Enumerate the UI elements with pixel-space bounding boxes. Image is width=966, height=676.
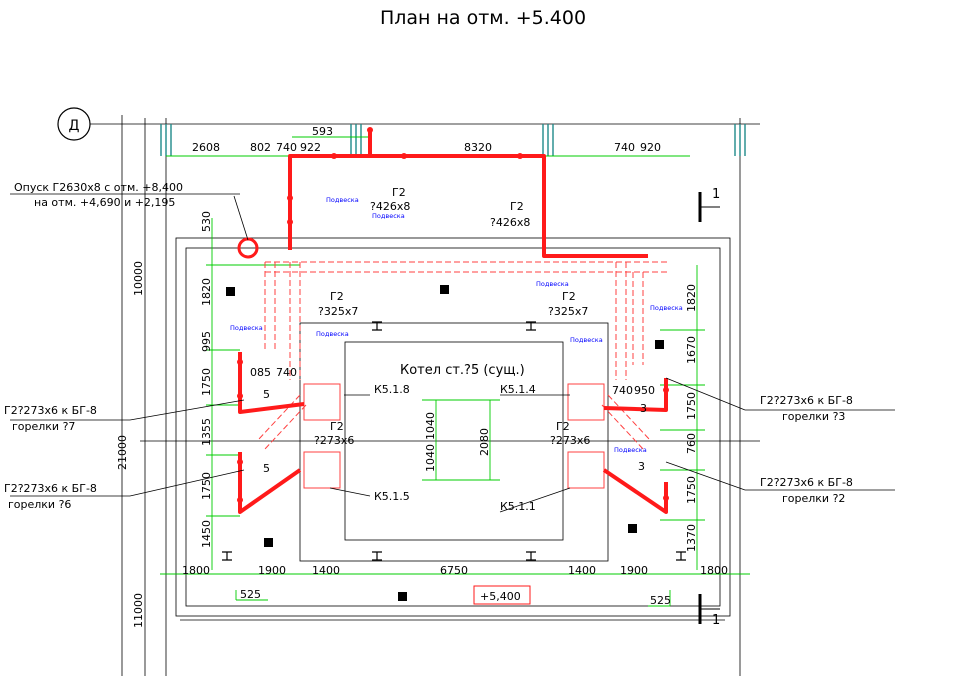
svg-text:2080: 2080 — [478, 428, 491, 456]
dim-8320: 8320 — [464, 141, 492, 154]
pipe-d426-1: ?426х8 — [370, 200, 410, 213]
pipe-g2-4: Г2 — [562, 290, 576, 303]
pipe-d325-2: ?325х7 — [548, 305, 588, 318]
node-3b: 3 — [638, 460, 645, 473]
pipe-nodes — [237, 127, 669, 503]
hanger-label-1: Подвеска — [326, 196, 359, 204]
dim-740: 740 — [276, 141, 297, 154]
burner2-line2: горелки ?2 — [782, 492, 845, 505]
dim-920-right: 920 — [640, 141, 661, 154]
svg-text:11000: 11000 — [132, 593, 145, 628]
svg-text:1820: 1820 — [200, 278, 213, 306]
hanger-label-2: Подвеска — [372, 212, 405, 220]
dim-1900-right: 1900 — [620, 564, 648, 577]
pipe-d426-2: ?426х8 — [490, 216, 530, 229]
dim-525-right: 525 — [650, 594, 671, 607]
hanger-label-8: Подвеска — [614, 446, 647, 454]
svg-text:1355: 1355 — [200, 418, 213, 446]
center-dimensions: 1040 1040 2080 085 740 740 950 — [250, 366, 655, 472]
svg-text:1450: 1450 — [200, 520, 213, 548]
elevation-mark: +5,400 — [480, 590, 521, 603]
dim-2608: 2608 — [192, 141, 220, 154]
svg-text:1040: 1040 — [424, 412, 437, 440]
node-k518: К5.1.8 — [374, 383, 410, 396]
svg-text:740: 740 — [612, 384, 633, 397]
svg-text:1370: 1370 — [685, 524, 698, 552]
descent-note-line2: на отм. +4,690 и +2,195 — [34, 196, 175, 209]
dim-1800-left: 1800 — [182, 564, 210, 577]
node-k514: К5.1.4 — [500, 383, 536, 396]
leader-lines — [10, 193, 895, 513]
axis-bubble: Д — [57, 107, 760, 141]
hanger-label-7: Подвеска — [570, 336, 603, 344]
pipe-g2-2: Г2 — [510, 200, 524, 213]
svg-text:085: 085 — [250, 366, 271, 379]
floor-markers — [226, 285, 664, 601]
right-dimensions: 1820 1670 1750 760 1750 1370 — [685, 284, 698, 552]
pipe-d273-1: ?273х6 — [314, 434, 354, 447]
hanger-label-4: Подвеска — [650, 304, 683, 312]
svg-text:1820: 1820 — [685, 284, 698, 312]
beam-symbols — [222, 321, 686, 561]
dim-802: 802 — [250, 141, 271, 154]
burner2-line1: Г2?273х6 к БГ-8 — [760, 476, 853, 489]
structural-grid — [121, 115, 760, 676]
dim-1400-left: 1400 — [312, 564, 340, 577]
svg-text:760: 760 — [685, 433, 698, 454]
dim-593: 593 — [312, 125, 333, 138]
svg-text:740: 740 — [276, 366, 297, 379]
svg-text:1750: 1750 — [200, 368, 213, 396]
burner6-line1: Г2?273х6 к БГ-8 — [4, 482, 97, 495]
burner6-line2: горелки ?6 — [8, 498, 71, 511]
hanger-label-6: Подвеска — [316, 330, 349, 338]
svg-text:1670: 1670 — [685, 336, 698, 364]
svg-text:530: 530 — [200, 211, 213, 232]
svg-text:1040: 1040 — [424, 444, 437, 472]
svg-text:1750: 1750 — [685, 476, 698, 504]
dim-1400-right: 1400 — [568, 564, 596, 577]
dim-6750: 6750 — [440, 564, 468, 577]
hanger-label-3: Подвеска — [536, 280, 569, 288]
svg-text:1750: 1750 — [685, 392, 698, 420]
hanger-label-5: Подвеска — [230, 324, 263, 332]
left-dimensions: 530 1820 995 1750 1355 1750 1450 — [200, 211, 213, 548]
elevation-box — [473, 585, 531, 605]
burner7-line1: Г2?273х6 к БГ-8 — [4, 404, 97, 417]
page-title: План на отм. +5.400 — [380, 7, 586, 29]
dim-740-right: 740 — [614, 141, 635, 154]
pipe-g2-6: Г2 — [556, 420, 570, 433]
descent-note-line1: Опуск Г2630х8 с отм. +8,400 — [14, 181, 183, 194]
svg-text:10000: 10000 — [132, 261, 145, 296]
svg-text:1: 1 — [712, 187, 720, 202]
dim-1900-left: 1900 — [258, 564, 286, 577]
axis-label: Д — [69, 118, 80, 134]
svg-text:950: 950 — [634, 384, 655, 397]
pipe-g2-1: Г2 — [392, 186, 406, 199]
pipe-g2-3: Г2 — [330, 290, 344, 303]
dim-1800-right: 1800 — [700, 564, 728, 577]
node-k511: К5.1.1 — [500, 500, 536, 513]
section-marker: 1 1 — [698, 187, 720, 628]
dim-525-left: 525 — [240, 588, 261, 601]
svg-text:995: 995 — [200, 331, 213, 352]
pipe-d325-1: ?325х7 — [318, 305, 358, 318]
columns-top — [160, 124, 746, 156]
svg-text:1750: 1750 — [200, 472, 213, 500]
dim-922: 922 — [300, 141, 321, 154]
node-3a: 3 — [640, 402, 647, 415]
pipe-d273-2: ?273х6 — [550, 434, 590, 447]
overall-dimensions: 10000 21000 11000 — [116, 261, 145, 628]
boiler-label: Котел ст.?5 (сущ.) — [400, 363, 525, 378]
svg-text:1: 1 — [712, 613, 720, 628]
node-5b: 5 — [263, 462, 270, 475]
pipe-routes — [257, 261, 668, 451]
node-5a: 5 — [263, 388, 270, 401]
burner3-line2: горелки ?3 — [782, 410, 845, 423]
svg-text:21000: 21000 — [116, 435, 129, 470]
burner3-line1: Г2?273х6 к БГ-8 — [760, 394, 853, 407]
pipe-g2-5: Г2 — [330, 420, 344, 433]
node-k515: К5.1.5 — [374, 490, 410, 503]
burner7-line2: горелки ?7 — [12, 420, 75, 433]
